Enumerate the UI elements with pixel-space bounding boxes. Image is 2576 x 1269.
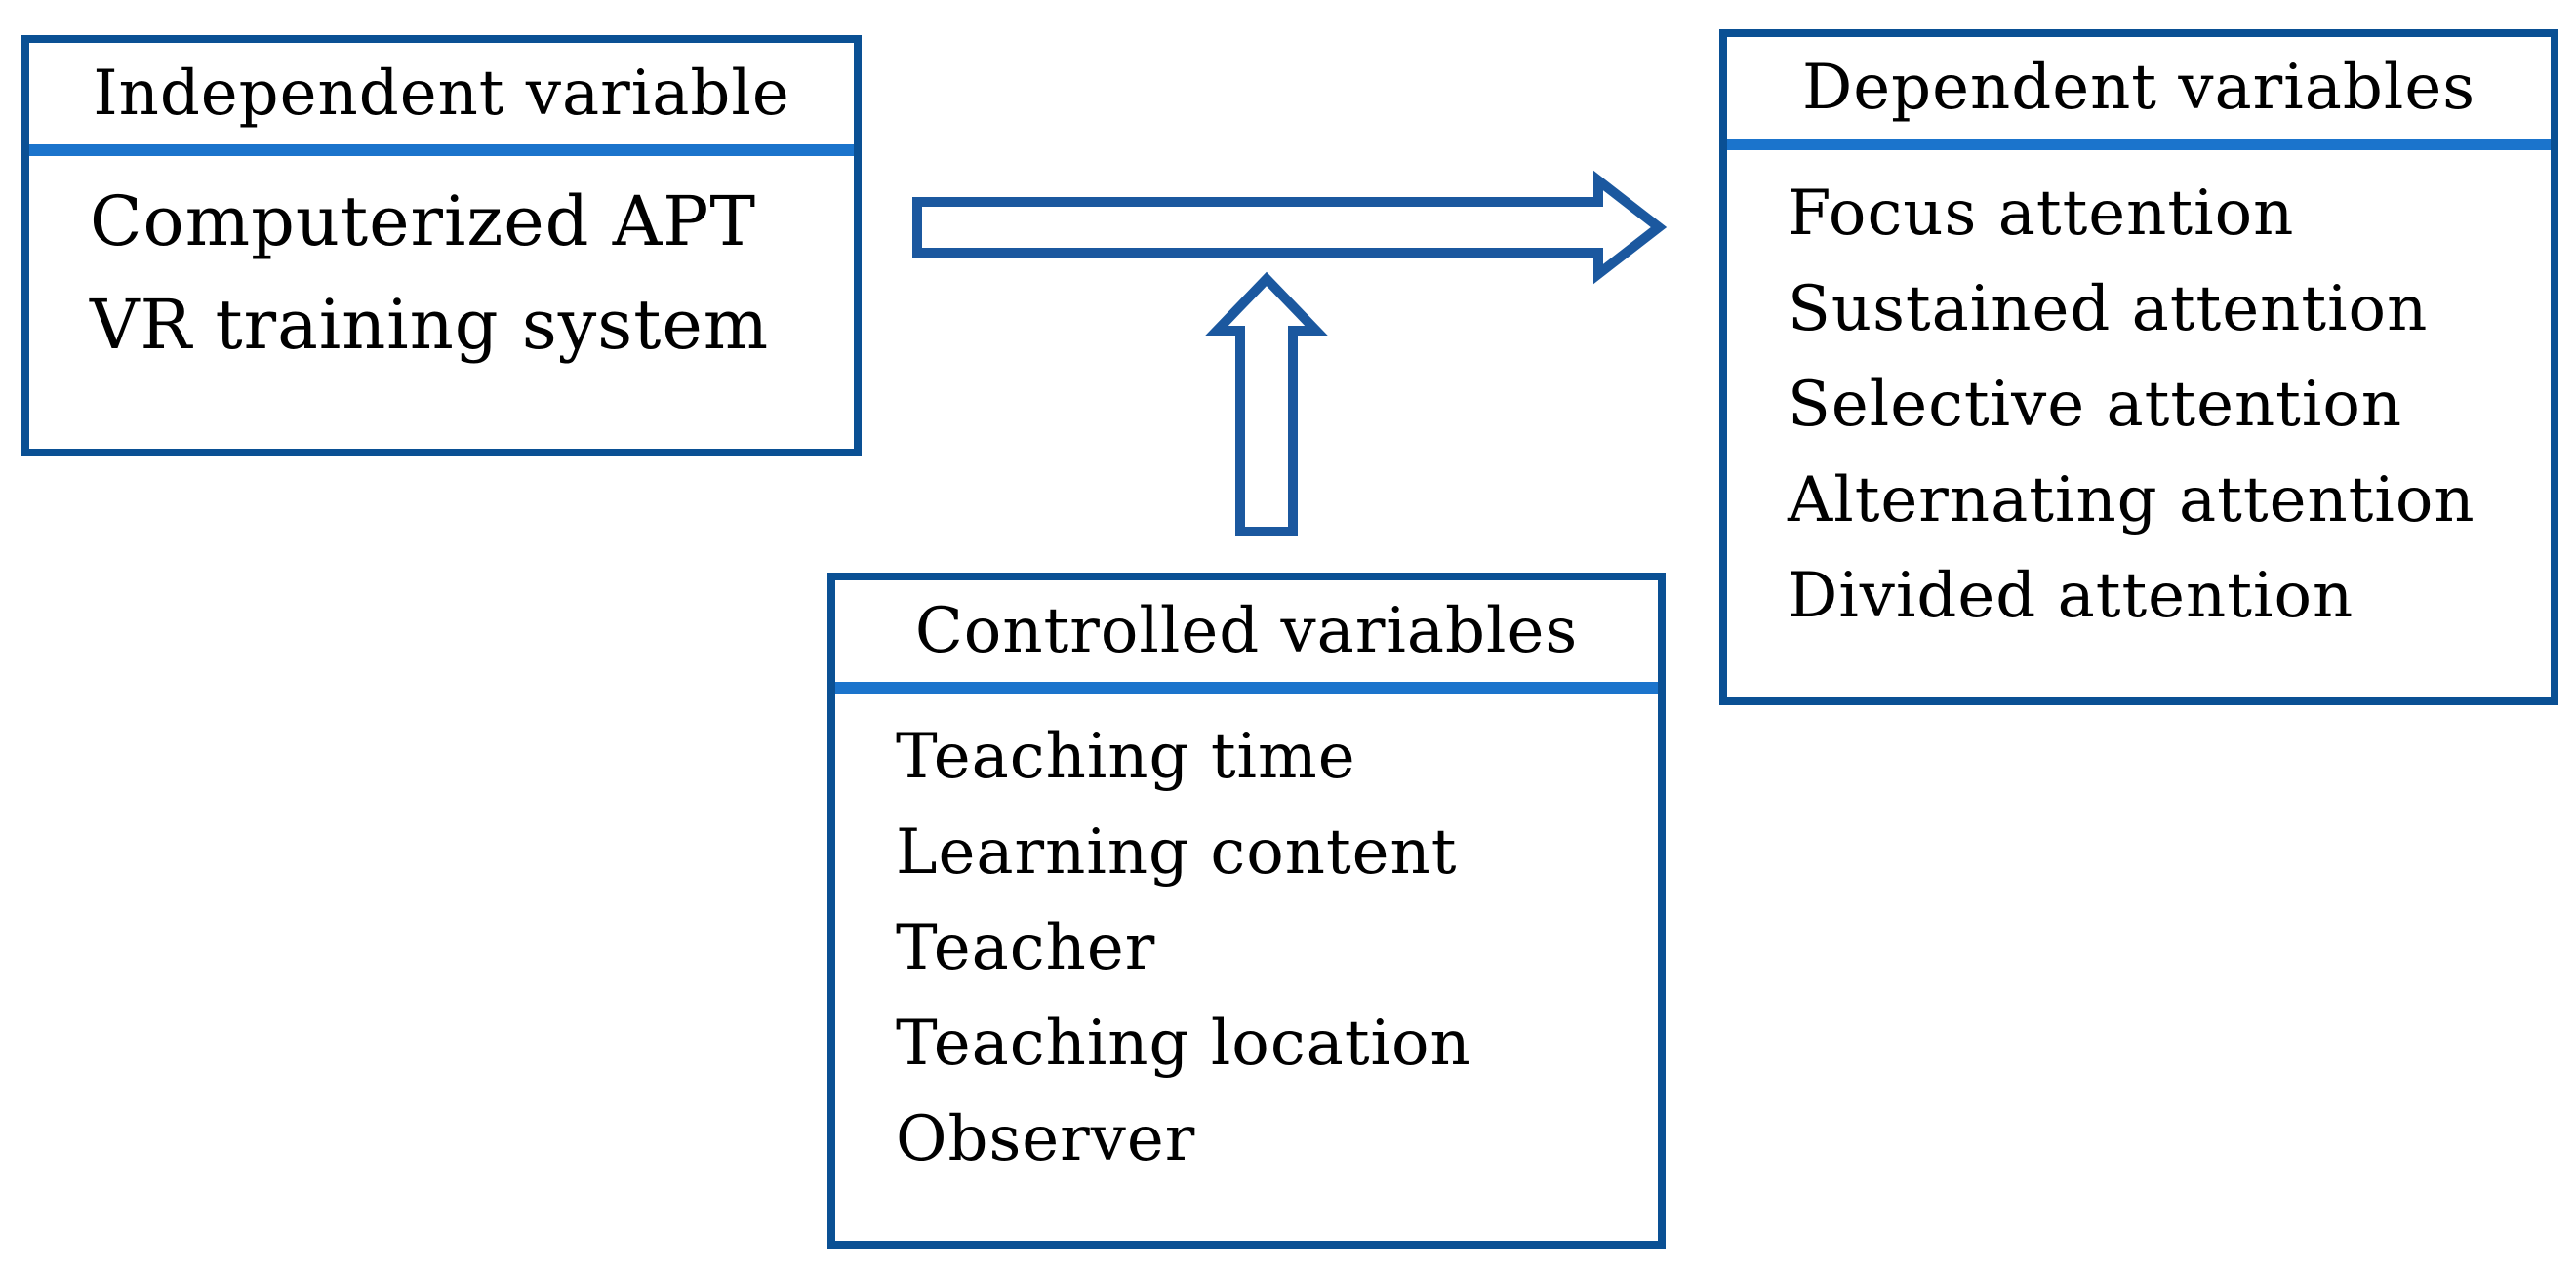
controlled-variables-box-title: Controlled variables xyxy=(835,580,1658,694)
controlled-variables-box-body: Teaching time Learning content Teacher T… xyxy=(835,694,1658,1187)
dependent-variable-item: Focus attention xyxy=(1788,178,2295,250)
controlled-variable-item: Teacher xyxy=(896,912,1156,984)
dependent-variable-item: Selective attention xyxy=(1788,369,2403,441)
independent-variable-box-body: Computerized APT VR training system xyxy=(29,156,854,377)
independent-variable-box: Independent variable Computerized APT VR… xyxy=(21,35,862,456)
controlled-variables-box: Controlled variables Teaching time Learn… xyxy=(827,573,1666,1249)
controlled-variable-item: Observer xyxy=(896,1103,1196,1175)
dependent-variables-box: Dependent variables Focus attention Sust… xyxy=(1719,29,2558,705)
controlled-variable-item: Learning content xyxy=(896,816,1458,889)
dependent-variable-item: Sustained attention xyxy=(1788,273,2429,345)
dependent-variable-item: Divided attention xyxy=(1788,560,2355,632)
dependent-variables-box-title: Dependent variables xyxy=(1727,37,2551,150)
dependent-variables-box-body: Focus attention Sustained attention Sele… xyxy=(1727,150,2551,644)
dependent-variable-item: Alternating attention xyxy=(1788,464,2475,536)
independent-variable-box-title: Independent variable xyxy=(29,43,854,156)
controlled-variable-item: Teaching time xyxy=(896,721,1356,793)
right-arrow-icon xyxy=(912,170,1668,285)
independent-variable-item: VR training system xyxy=(90,285,770,365)
controlled-variable-item: Teaching location xyxy=(896,1008,1471,1080)
independent-variable-item: Computerized APT xyxy=(90,181,757,261)
up-arrow-icon xyxy=(1205,271,1328,536)
